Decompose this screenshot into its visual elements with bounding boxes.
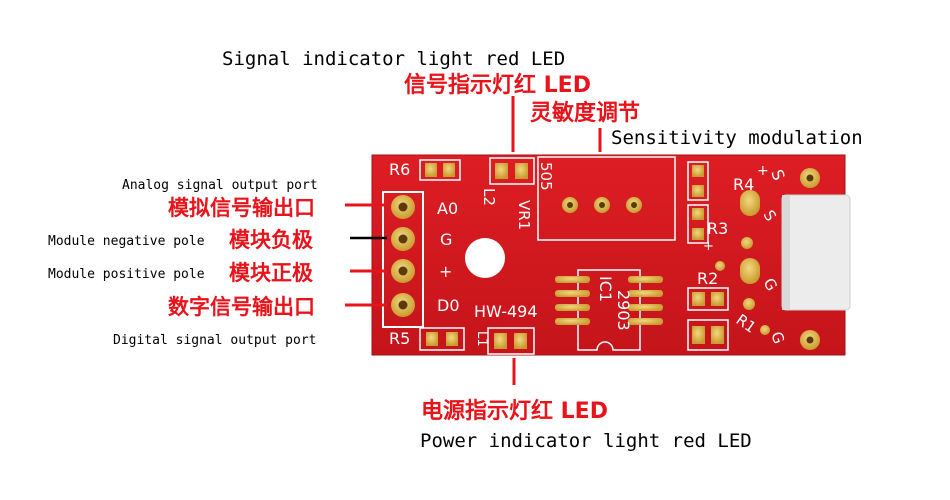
label-plus-r4: + (757, 163, 769, 179)
pin-pad-do (391, 293, 415, 317)
label-l1: L1 (474, 331, 489, 347)
annotation-neg-en: Module negative pole (48, 234, 205, 249)
annotation-sensitivity-en: Sensitivity modulation (611, 127, 863, 149)
label-plus-small: + (703, 239, 714, 254)
label-l2: L2 (480, 188, 498, 206)
label-2903: 2903 (614, 290, 633, 331)
label-r3: R3 (707, 219, 728, 238)
pcb-board (371, 154, 851, 356)
label-r6: R6 (389, 160, 410, 179)
pin-pad-ao (391, 195, 415, 219)
pin-label-g: G (440, 230, 452, 249)
annotation-analog-zh: 模拟信号输出口 (168, 196, 315, 220)
pin-label-plus: + (439, 262, 452, 281)
annotation-digital-zh: 数字信号输出口 (168, 295, 315, 319)
annotation-neg-zh: 模块负极 (229, 228, 314, 252)
label-505: 505 (537, 162, 555, 191)
annotation-digital-en: Digital signal output port (113, 333, 317, 348)
pin-label-ao: A0 (437, 199, 458, 218)
edge-pad-g (800, 330, 820, 350)
label-r5: R5 (389, 329, 410, 348)
smd-r3 (687, 204, 709, 244)
smd-l1 (487, 327, 535, 355)
smd-l2 (489, 157, 535, 185)
annotation-sensitivity-zh: 灵敏度调节 (530, 100, 640, 126)
label-r4: R4 (733, 175, 754, 194)
potentiometer-vr1 (537, 156, 676, 241)
sensor-pad-lower (740, 258, 760, 284)
smd-r1 (687, 319, 729, 351)
connector-housing (781, 194, 851, 311)
label-ic1: IC1 (596, 276, 615, 302)
pin-label-do: D0 (437, 296, 460, 315)
vias (715, 237, 770, 335)
pin-header (382, 191, 424, 328)
pin-pad-g (391, 227, 415, 251)
pin-pad-plus (391, 259, 415, 283)
smd-r2 (687, 287, 729, 311)
annotation-signal-led-zh: 信号指示灯红 LED (404, 72, 591, 98)
annotation-analog-en: Analog signal output port (122, 178, 318, 193)
mounting-hole (465, 238, 505, 278)
label-vr1: VR1 (515, 200, 533, 230)
smd-r4 (687, 161, 709, 201)
edge-pad-s (800, 168, 820, 188)
label-g-bottom: G (767, 329, 788, 346)
smd-r5 (419, 327, 465, 351)
label-model: HW-494 (474, 302, 538, 321)
annotation-signal-led-en: Signal indicator light red LED (222, 48, 565, 70)
ic1-chip-footprint (555, 269, 663, 351)
sensor-pad-upper (740, 190, 760, 216)
label-r2: R2 (697, 269, 718, 288)
annotation-lines (345, 96, 602, 385)
annotation-power-led-en: Power indicator light red LED (420, 430, 752, 452)
annotation-pos-zh: 模块正极 (229, 261, 314, 285)
annotation-pos-en: Module positive pole (48, 267, 205, 282)
smd-r6 (419, 159, 461, 181)
annotation-power-led-zh: 电源指示灯红 LED (421, 398, 608, 424)
